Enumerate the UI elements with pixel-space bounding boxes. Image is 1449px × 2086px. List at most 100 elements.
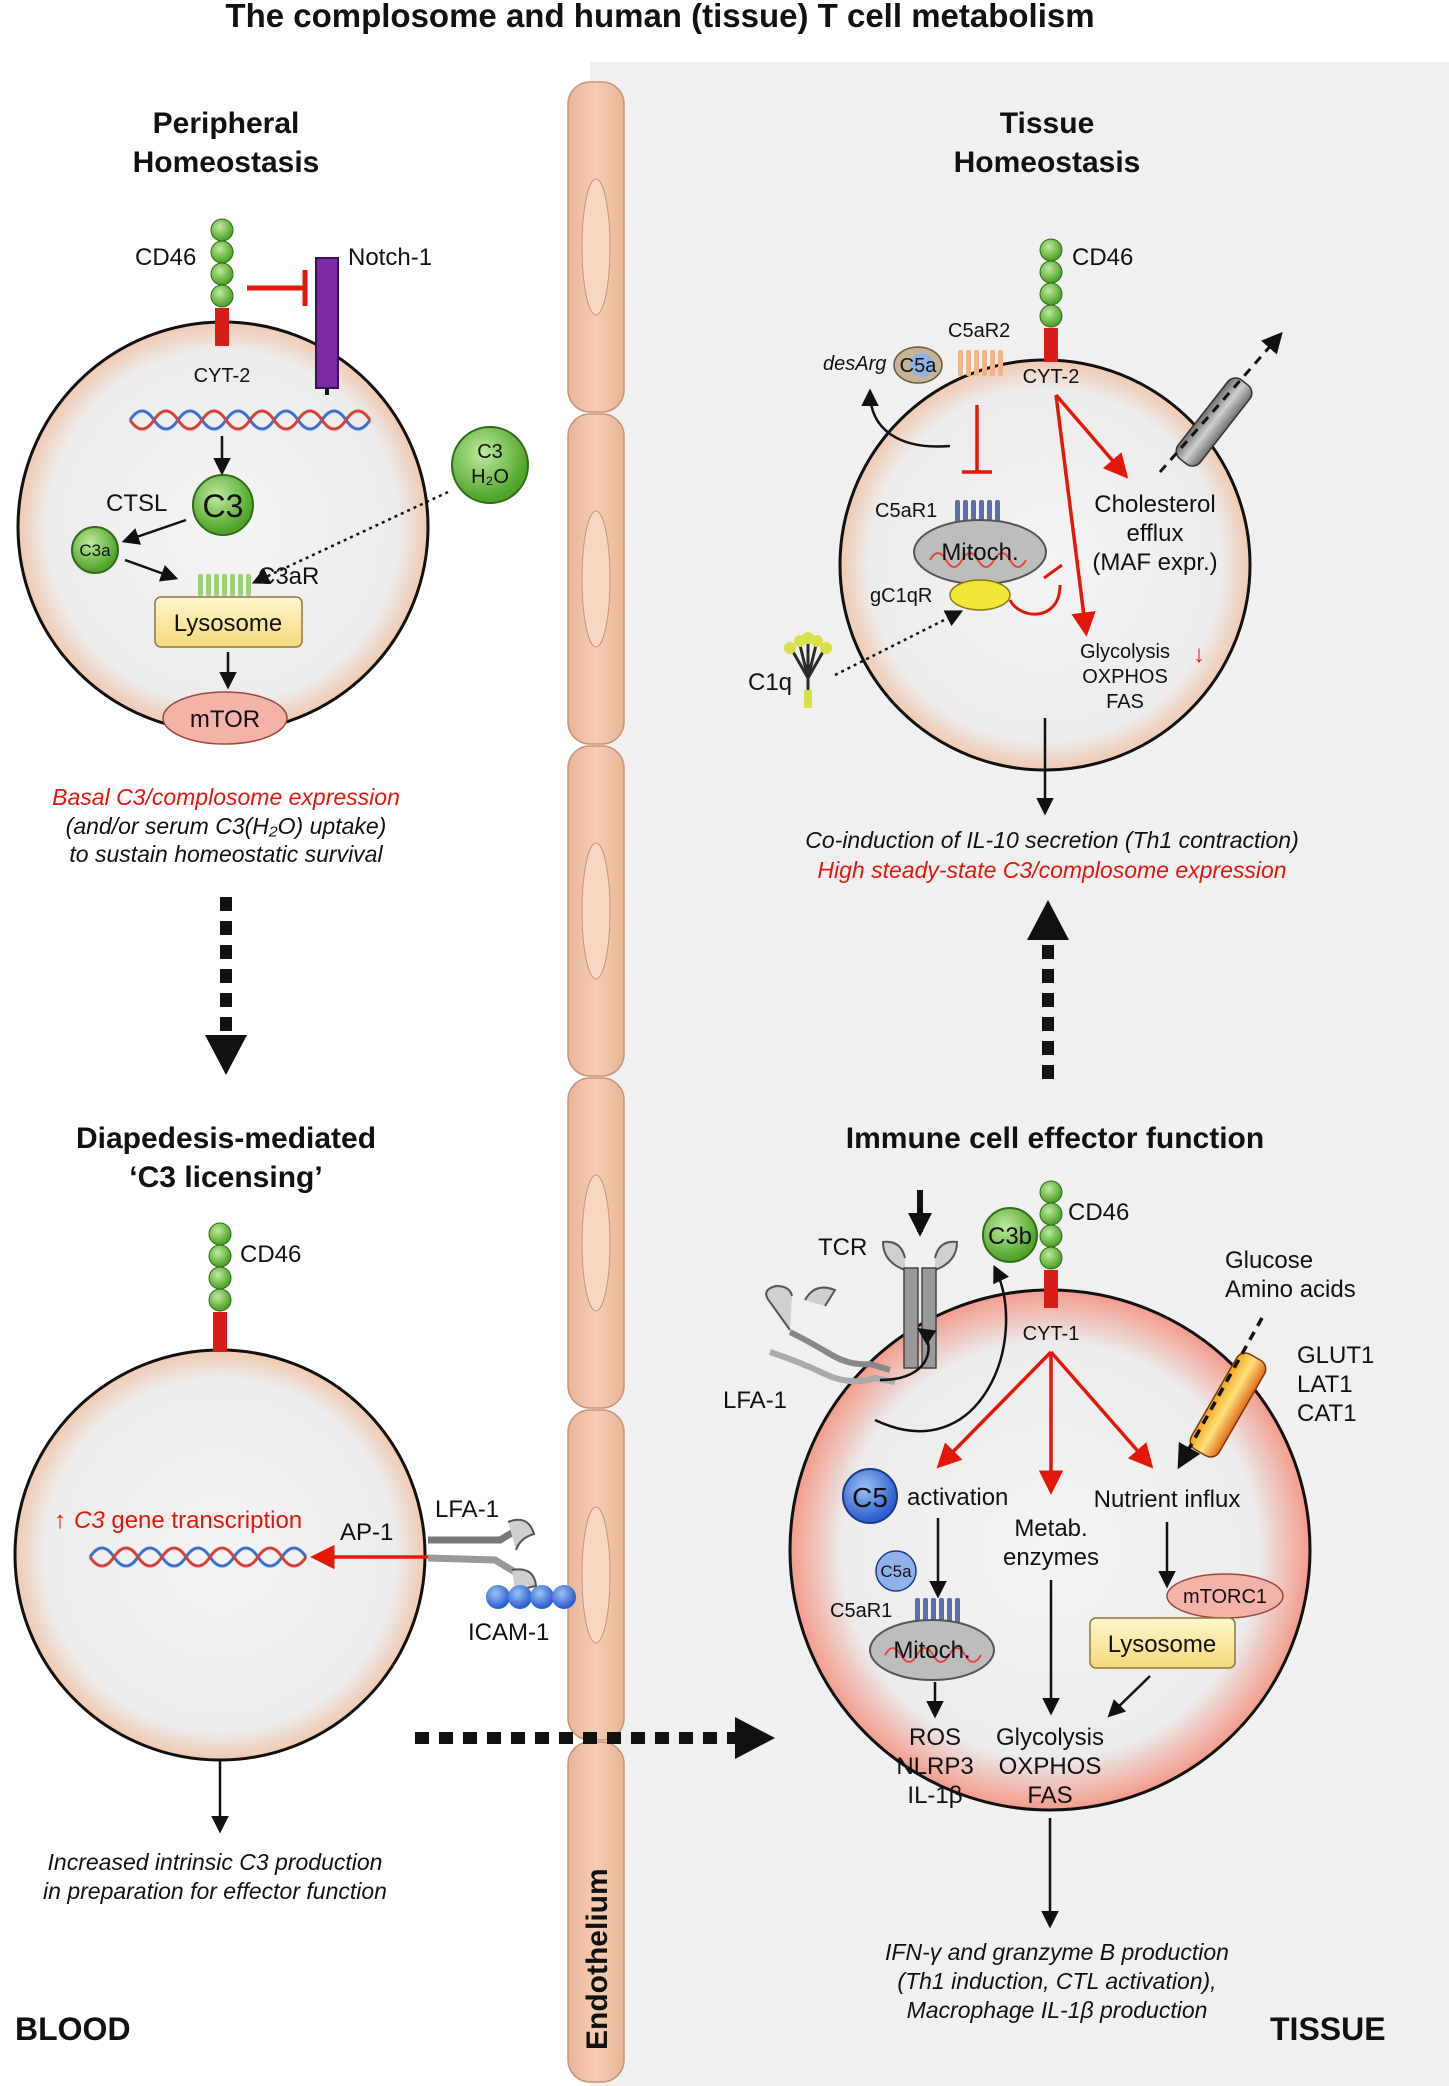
icam1-icon bbox=[486, 1585, 576, 1609]
c3b-protein bbox=[982, 1207, 1038, 1263]
tissue-caption-1: Co-induction of IL-10 secretion (Th1 con… bbox=[805, 827, 1298, 853]
mitoch-label: Mitoch. bbox=[941, 539, 1018, 566]
down-arrow-red: ↓ bbox=[1193, 641, 1205, 668]
diapedesis-cell bbox=[13, 1348, 427, 1762]
c3-label: C3 bbox=[203, 488, 244, 524]
endothelium-column bbox=[567, 81, 625, 2083]
mtor-label: mTOR bbox=[190, 706, 260, 733]
tissue-heading-1: Tissue bbox=[1000, 107, 1095, 140]
effector-caption-2: (Th1 induction, CTL activation), bbox=[897, 1968, 1216, 1994]
lysosome-label-2: Lysosome bbox=[1108, 1631, 1217, 1658]
c3-gene-transcription-label: ↑ C3 gene transcription bbox=[54, 1507, 302, 1534]
metab-label-1: Metab. bbox=[1014, 1515, 1087, 1542]
c1q-icon bbox=[784, 632, 832, 708]
tissue-caption-2: High steady-state C3/complosome expressi… bbox=[817, 857, 1286, 883]
lysosome-label: Lysosome bbox=[174, 610, 283, 637]
c5ar1-label-2: C5aR1 bbox=[830, 1600, 892, 1622]
dna-icon bbox=[128, 409, 372, 431]
effector-heading: Immune cell effector function bbox=[846, 1122, 1264, 1155]
c3h2o-c3-label: C3 bbox=[477, 441, 503, 463]
lfa1-label: LFA-1 bbox=[435, 1496, 499, 1523]
c5a-protein bbox=[875, 1550, 917, 1592]
tissue-label: TISSUE bbox=[1270, 2011, 1386, 2047]
peripheral-caption-2: (and/or serum C3(H₂O) uptake) bbox=[66, 813, 387, 839]
tissue-heading-2: Homeostasis bbox=[954, 146, 1141, 179]
cyt1-label: CYT-1 bbox=[1023, 1323, 1080, 1345]
cd46-label-2: CD46 bbox=[240, 1241, 301, 1268]
diapedesis-caption-2: in preparation for effector function bbox=[43, 1878, 387, 1904]
c5ar2-label: C5aR2 bbox=[948, 320, 1010, 342]
panel-effector: Immune cell effector function C3b CD46 T… bbox=[723, 1122, 1374, 2023]
metab-label-2: enzymes bbox=[1003, 1544, 1099, 1571]
mitoch-label-2: Mitoch. bbox=[893, 1637, 970, 1664]
gene-transcription-text: gene transcription bbox=[105, 1507, 302, 1534]
lysosome-box-2 bbox=[1089, 1617, 1236, 1669]
lysosome-box bbox=[154, 596, 303, 648]
gc1qr-ellipse bbox=[949, 579, 1011, 611]
diapedesis-caption-1: Increased intrinsic C3 production bbox=[48, 1849, 383, 1875]
fas-label-e: FAS bbox=[1027, 1782, 1072, 1809]
endothelium-label: Endothelium bbox=[581, 1868, 614, 2050]
mtor-ellipse bbox=[162, 691, 288, 745]
c3-gene-italic: C3 bbox=[74, 1507, 105, 1534]
peripheral-heading-1: Peripheral bbox=[153, 107, 300, 140]
inhibition-mark bbox=[247, 270, 308, 306]
cyt2-label-2: CYT-2 bbox=[1023, 366, 1080, 388]
c3-protein bbox=[192, 474, 254, 536]
effector-caption-1: IFN-γ and granzyme B production bbox=[885, 1939, 1229, 1965]
cat1-label: CAT1 bbox=[1297, 1400, 1357, 1427]
up-arrow: ↑ bbox=[54, 1507, 66, 1534]
lfa1-integrin-icon-2 bbox=[765, 1284, 896, 1385]
peripheral-caption-3: to sustain homeostatic survival bbox=[69, 841, 383, 867]
c3a-label: C3a bbox=[79, 541, 111, 560]
glycolysis-label-e: Glycolysis bbox=[996, 1724, 1104, 1751]
c3h2o-protein bbox=[451, 426, 529, 504]
amino-acids-label: Amino acids bbox=[1225, 1276, 1356, 1303]
ctsl-label: CTSL bbox=[106, 490, 167, 517]
c5ar2-receptor-icon bbox=[958, 350, 1003, 376]
c3h2o-h2o-label: H₂O bbox=[471, 466, 509, 488]
cd46-receptor-3 bbox=[1039, 238, 1063, 362]
cd46-label-3: CD46 bbox=[1072, 244, 1133, 271]
glycolysis-label-t: Glycolysis bbox=[1080, 641, 1170, 663]
nlrp3-label: NLRP3 bbox=[896, 1753, 973, 1780]
effector-caption-3: Macrophage IL-1β production bbox=[907, 1997, 1208, 2023]
panel-diapedesis: Diapedesis-mediated ‘C3 licensing’ CD46 … bbox=[13, 1122, 775, 1904]
activation-label: activation bbox=[907, 1484, 1008, 1511]
dna-icon-2 bbox=[88, 1546, 308, 1568]
nutrient-transporter-icon bbox=[1177, 1317, 1267, 1470]
panel-peripheral: Peripheral Homeostasis CD46 Notch-1 CYT-… bbox=[16, 107, 529, 1075]
il1b-label: IL-1β bbox=[907, 1782, 962, 1809]
diapedesis-heading-1: Diapedesis-mediated bbox=[76, 1122, 376, 1155]
tcr-label: TCR bbox=[818, 1234, 867, 1261]
lat1-label: LAT1 bbox=[1297, 1371, 1353, 1398]
cd46-label-4: CD46 bbox=[1068, 1199, 1129, 1226]
lfa1-integrin-icon bbox=[427, 1518, 538, 1597]
c5ar1-receptor-icon-2 bbox=[915, 1598, 960, 1624]
peripheral-heading-2: Homeostasis bbox=[133, 146, 320, 179]
ap1-label: AP-1 bbox=[340, 1519, 393, 1546]
cyt2-label: CYT-2 bbox=[194, 365, 251, 387]
cd46-receptor-4 bbox=[1039, 1180, 1063, 1308]
cd46-receptor bbox=[210, 218, 234, 346]
c3a-protein bbox=[71, 526, 119, 574]
cd46-label: CD46 bbox=[135, 244, 196, 271]
mitochondrion-2 bbox=[869, 1619, 995, 1681]
ros-label: ROS bbox=[909, 1724, 961, 1751]
notch-receptor bbox=[315, 257, 339, 389]
diapedesis-heading-2: ‘C3 licensing’ bbox=[129, 1161, 322, 1194]
glucose-label: Glucose bbox=[1225, 1247, 1313, 1274]
oxphos-label-t: OXPHOS bbox=[1082, 666, 1168, 688]
gc1qr-label: gC1qR bbox=[870, 585, 932, 607]
c3ar-label: C3aR bbox=[258, 563, 319, 590]
blood-label: BLOOD bbox=[15, 2011, 131, 2047]
cd46-receptor-2 bbox=[208, 1222, 232, 1352]
c5-protein bbox=[842, 1468, 898, 1524]
oxphos-label-e: OXPHOS bbox=[999, 1753, 1102, 1780]
mtorc1-label: mTORC1 bbox=[1183, 1586, 1267, 1608]
c5a-desarg-label: C5a bbox=[900, 355, 938, 377]
c1q-label: C1q bbox=[748, 669, 792, 696]
figure-title: The complosome and human (tissue) T cell… bbox=[225, 0, 1094, 34]
panel-tissue: Tissue Homeostasis CD46 C5aR2 desArg C5a… bbox=[748, 107, 1299, 1082]
